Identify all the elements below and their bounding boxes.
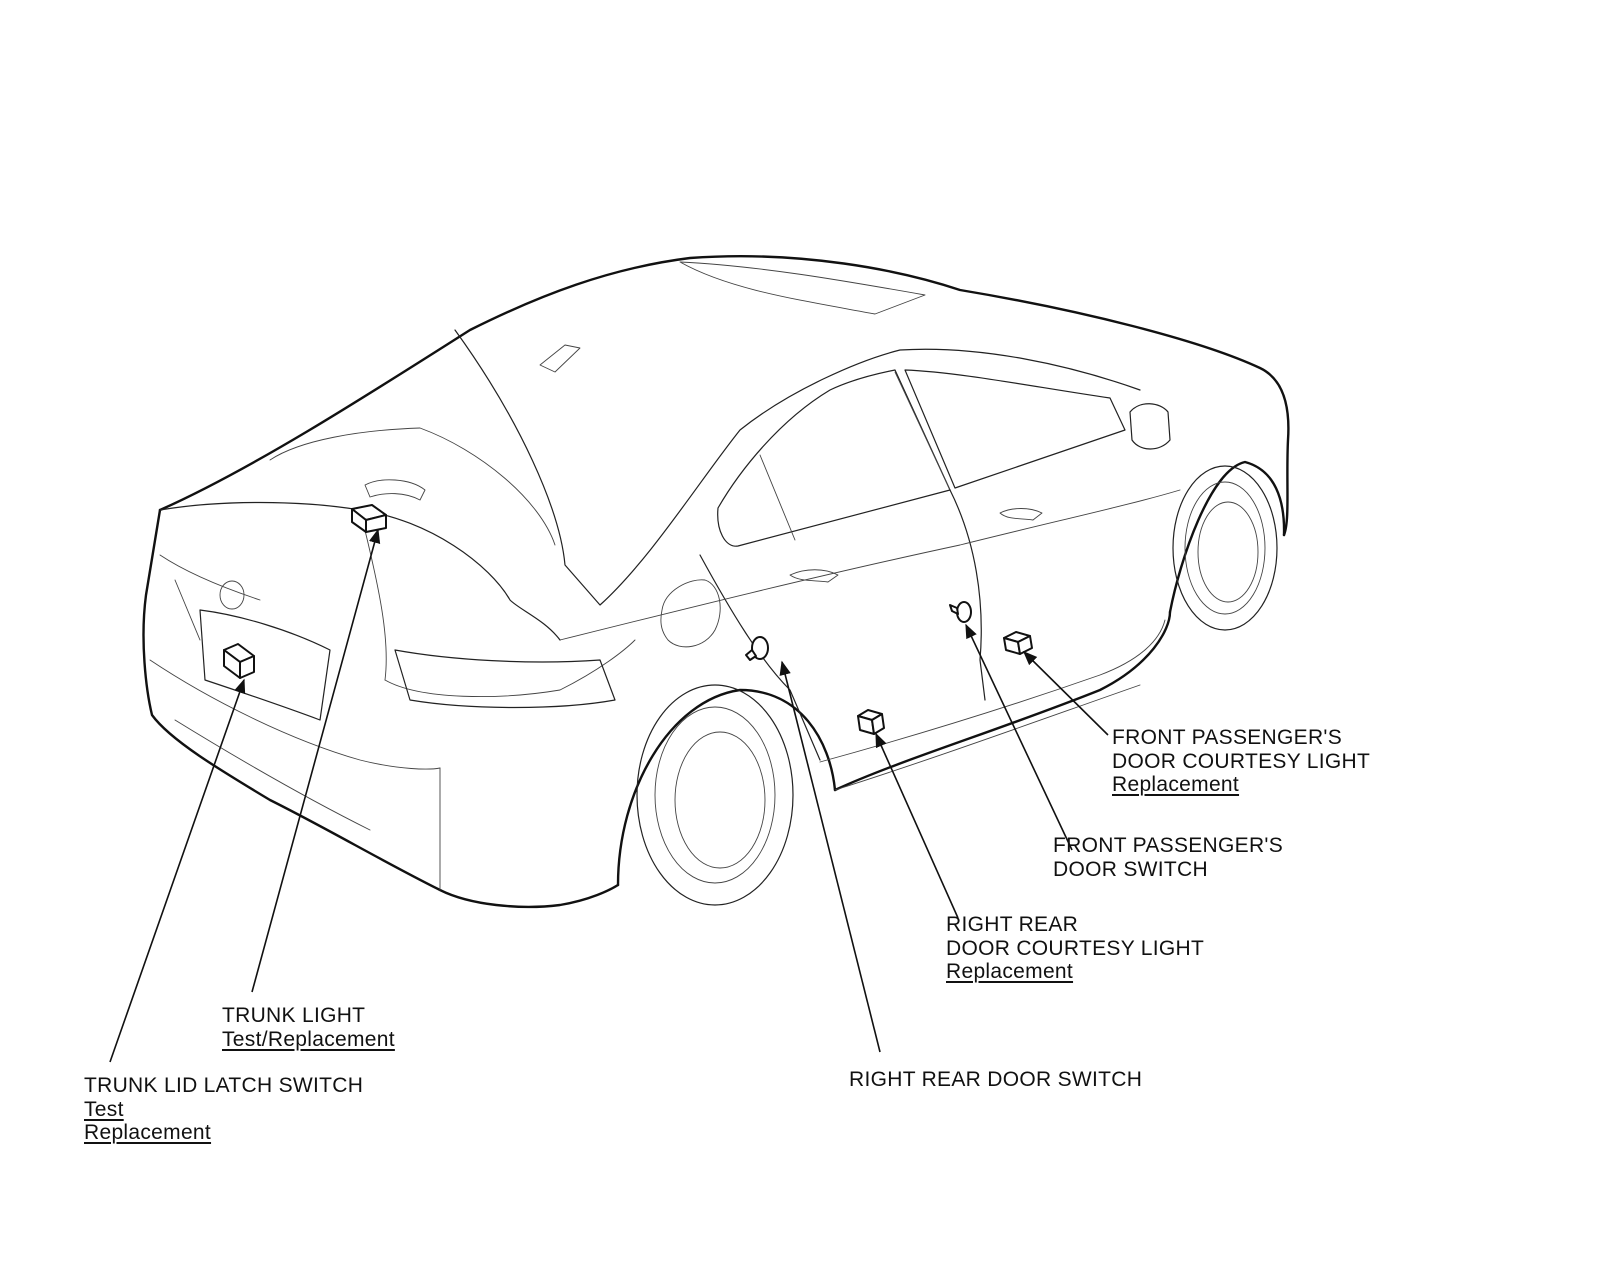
callout-front-passenger-door-switch: FRONT PASSENGER'S DOOR SWITCH <box>1053 834 1283 881</box>
callout-front-passenger-door-courtesy-light: FRONT PASSENGER'S DOOR COURTESY LIGHT Re… <box>1112 726 1370 797</box>
trunk-light-part <box>351 504 387 533</box>
test-replacement-link[interactable]: Test/Replacement <box>222 1027 395 1051</box>
replacement-link[interactable]: Replacement <box>1112 773 1240 796</box>
front-passenger-door-courtesy-light-part <box>1003 631 1033 655</box>
callout-title-line: DOOR COURTESY LIGHT <box>946 936 1205 960</box>
right-rear-door-courtesy-light-part <box>857 709 885 735</box>
callout-right-rear-door-courtesy-light: RIGHT REAR DOOR COURTESY LIGHT Replaceme… <box>946 913 1204 984</box>
leader-rear-courtesy <box>875 732 959 919</box>
callout-title-line: TRUNK LID LATCH SWITCH <box>84 1074 364 1097</box>
replacement-link[interactable]: Replacement <box>946 960 1074 983</box>
callout-trunk-light: TRUNK LIGHT Test/Replacement <box>222 1004 395 1051</box>
trunk-lid-latch-switch-part <box>223 643 255 679</box>
callout-trunk-lid-latch-switch: TRUNK LID LATCH SWITCH Test Replacement <box>84 1074 363 1145</box>
leader-front-switch <box>965 623 1073 851</box>
leader-front-courtesy <box>1022 650 1109 736</box>
car-body-illustration <box>142 255 1290 909</box>
callout-right-rear-door-switch: RIGHT REAR DOOR SWITCH <box>849 1068 1142 1092</box>
replacement-link[interactable]: Replacement <box>84 1121 212 1144</box>
leader-trunk-latch <box>109 678 246 1063</box>
callout-title-line: RIGHT REAR DOOR SWITCH <box>849 1068 1143 1091</box>
callout-title-line: FRONT PASSENGER'S <box>1053 834 1284 857</box>
right-rear-door-switch-part <box>745 636 769 661</box>
callout-title-line: FRONT PASSENGER'S <box>1112 726 1343 749</box>
leader-trunk-light <box>251 528 381 993</box>
callout-title-line: RIGHT REAR <box>946 913 1079 936</box>
test-link[interactable]: Test <box>84 1097 124 1121</box>
front-passenger-door-switch-part <box>949 601 972 623</box>
callout-title-line: DOOR COURTESY LIGHT <box>1112 749 1371 773</box>
callout-title-line: DOOR SWITCH <box>1053 857 1208 881</box>
leader-rear-switch <box>779 660 881 1053</box>
callout-title-line: TRUNK LIGHT <box>222 1004 366 1027</box>
